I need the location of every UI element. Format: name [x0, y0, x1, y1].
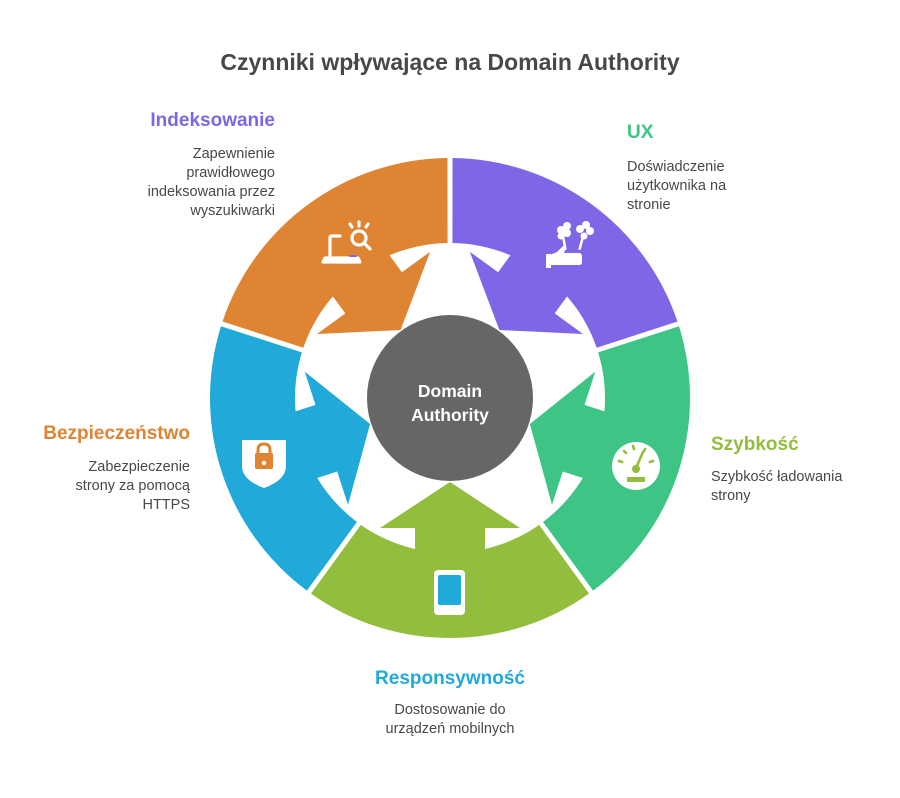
segment-desc-bezpieczenstwo: Zabezpieczenie strony za pomocą HTTPS: [10, 458, 190, 515]
desc-line: strony: [711, 488, 751, 504]
segment-title-indeksowanie: Indeksowanie: [150, 110, 275, 131]
desc-line: strony za pomocą: [75, 478, 190, 494]
desc-line: urządzeń mobilnych: [385, 721, 515, 737]
segment-title-szybkosc: Szybkość: [711, 434, 799, 455]
diagram-title: Czynniki wpływające na Domain Authority: [220, 49, 680, 75]
desc-line: Zabezpieczenie: [88, 459, 190, 475]
segment-desc-indeksowanie: Zapewnienie prawidłowego indeksowania pr…: [100, 145, 275, 221]
segment-title-responsywnosc: Responsywność: [375, 668, 525, 689]
speedometer-icon: [612, 442, 660, 490]
smartphone-icon: [434, 570, 465, 615]
segment-title-bezpieczenstwo: Bezpieczeństwo: [43, 423, 190, 444]
arrow-bezpieczenstwo: [304, 215, 431, 334]
center-node: Domain Authority: [367, 315, 533, 481]
center-circle: [367, 315, 533, 481]
segment-title-ux: UX: [627, 122, 654, 143]
desc-line: wyszukiwarki: [190, 203, 275, 219]
desc-line: Doświadczenie: [627, 159, 725, 175]
shield-lock-icon: [242, 440, 286, 488]
center-label-line2: Authority: [411, 405, 489, 425]
segment-desc-szybkosc: Szybkość ładowania strony: [711, 468, 891, 506]
arrow-szybkosc: [380, 482, 520, 598]
segment-desc-responsywnosc: Dostosowanie do urządzeń mobilnych: [330, 701, 570, 739]
segment-desc-ux: Doświadczenie użytkownika na stronie: [627, 158, 827, 215]
desc-line: Dostosowanie do: [394, 702, 506, 718]
center-label-line1: Domain: [418, 381, 482, 401]
laptop-search-icon: [321, 220, 372, 264]
desc-line: stronie: [627, 197, 671, 213]
desc-line: prawidłowego: [186, 165, 275, 181]
desc-line: indeksowania przez: [147, 184, 275, 200]
desc-line: użytkownika na: [627, 178, 727, 194]
desc-line: HTTPS: [142, 497, 190, 513]
desc-line: Szybkość ładowania: [711, 469, 843, 485]
hand-flowers-icon: [546, 221, 594, 268]
desc-line: Zapewnienie: [192, 146, 275, 162]
